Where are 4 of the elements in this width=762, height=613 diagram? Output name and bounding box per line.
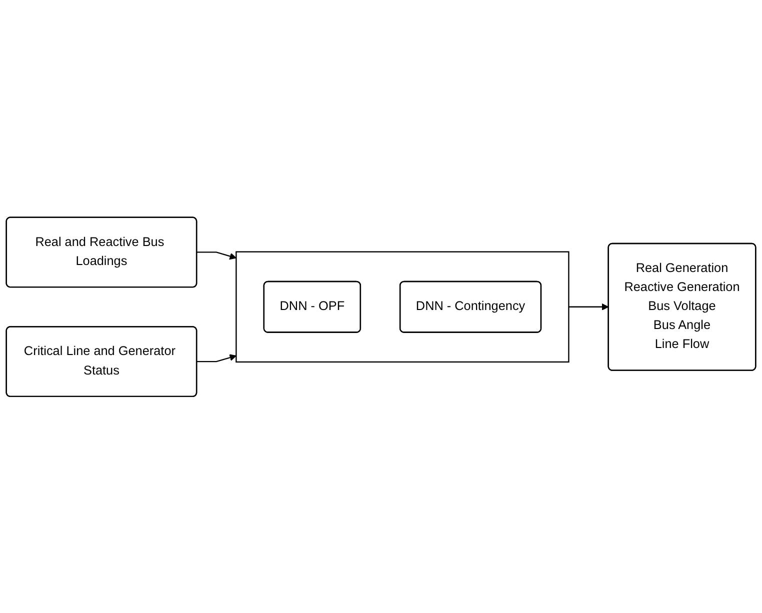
cluster [236,250,570,362]
arrow [196,354,236,362]
arrow [568,303,609,310]
arrow [196,251,236,260]
